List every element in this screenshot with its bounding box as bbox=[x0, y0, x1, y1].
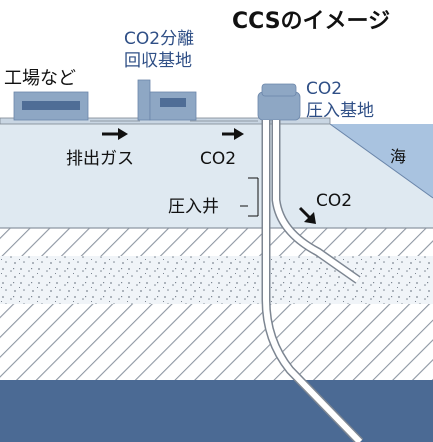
injection-base-label-2: 圧入基地 bbox=[306, 101, 374, 121]
factory-label: 工場など bbox=[4, 68, 76, 89]
injection-well-pipes bbox=[261, 120, 364, 442]
co2-injection-arrow bbox=[298, 206, 316, 224]
coastline bbox=[329, 123, 433, 199]
injection-well-label: 圧入井 bbox=[168, 197, 219, 217]
injection-base-label-1: CO2 bbox=[306, 79, 342, 99]
separation-base-label-2: 回収基地 bbox=[124, 51, 192, 71]
separation-base-building bbox=[137, 79, 197, 121]
injection-base-building bbox=[257, 83, 301, 121]
reservoir-layer bbox=[0, 256, 433, 304]
caprock-lower bbox=[0, 304, 433, 380]
separation-base-label-1: CO2分離 bbox=[124, 29, 194, 49]
basement-layer bbox=[0, 380, 433, 442]
exhaust-arrow bbox=[102, 128, 128, 140]
factory-building bbox=[13, 91, 89, 121]
co2-flow-label: CO2 bbox=[200, 149, 236, 169]
co2-flow-arrow bbox=[222, 128, 244, 140]
exhaust-gas-label: 排出ガス bbox=[66, 149, 134, 169]
well-label-bracket bbox=[240, 177, 259, 217]
co2-injected-label: CO2 bbox=[316, 191, 352, 211]
caprock-upper bbox=[0, 228, 433, 256]
diagram-title: CCSのイメージ bbox=[232, 9, 390, 34]
sea-label: 海 bbox=[390, 147, 406, 166]
